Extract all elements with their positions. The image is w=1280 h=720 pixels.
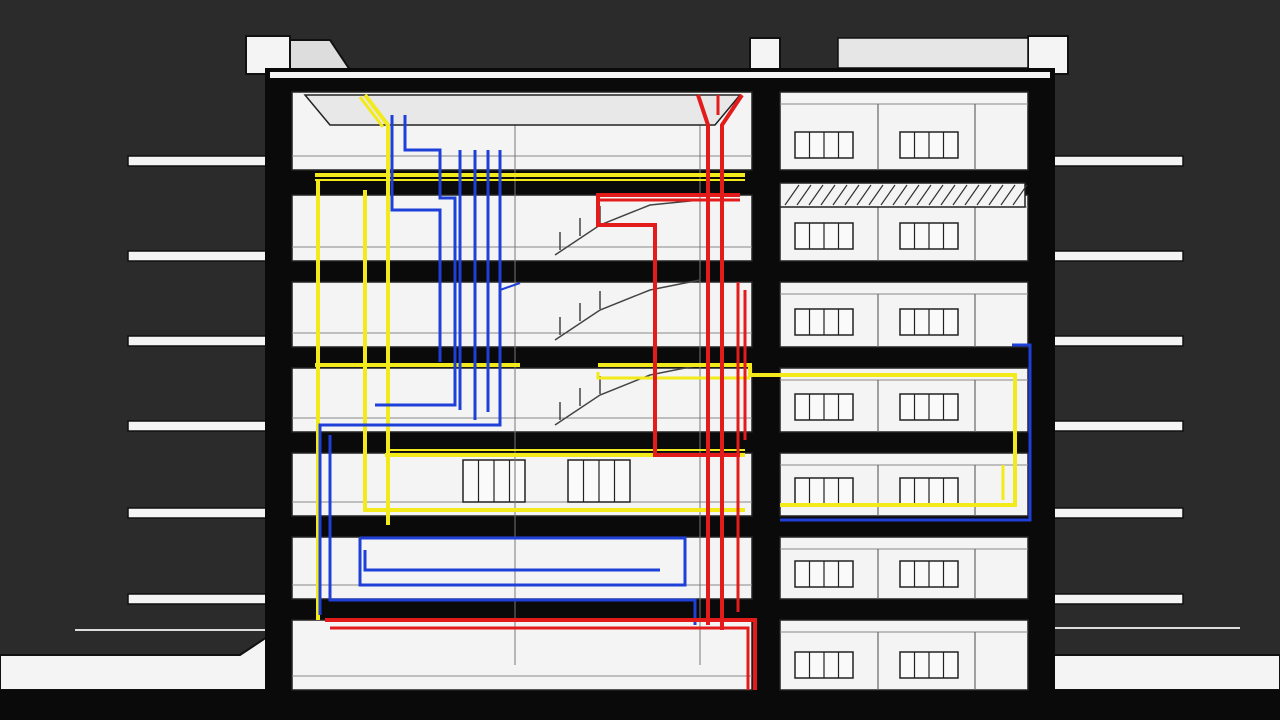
hatch-line-929 <box>928 184 944 206</box>
balcony-right-3 <box>1047 420 1184 432</box>
red-pipe-1 <box>696 94 710 625</box>
yellow-pipe-6 <box>363 190 745 512</box>
roof-planter <box>837 37 1029 69</box>
balcony-left-2 <box>127 335 271 347</box>
yellow-pipe-4 <box>363 93 390 525</box>
left-room-floor-1 <box>291 194 753 262</box>
blue-pipe-9 <box>363 550 660 572</box>
blue-pipe-6 <box>318 150 502 615</box>
left-room-floor-5 <box>291 536 753 600</box>
red-pipe-system <box>325 93 757 690</box>
blue-pipe-10 <box>780 343 1032 522</box>
right-wing-rooms <box>779 91 1029 691</box>
balcony-left-3 <box>127 420 271 432</box>
hatch-line-833 <box>832 184 848 206</box>
hatch-line-941 <box>940 184 956 206</box>
blue-pipe-11 <box>499 282 521 291</box>
hatch-line-953 <box>952 184 968 206</box>
hatch-line-1001 <box>1000 184 1016 206</box>
hatch-line-917 <box>916 184 932 206</box>
balcony-right-1 <box>1047 250 1184 262</box>
red-pipe-4 <box>596 193 740 457</box>
hatch-line-821 <box>820 184 836 206</box>
hatch-line-905 <box>904 184 920 206</box>
hatch-line-977 <box>976 184 992 206</box>
left-wing-rooms <box>291 91 753 691</box>
yellow-pipe-5 <box>358 96 385 128</box>
top-skylight <box>303 94 742 126</box>
balcony-right-2 <box>1047 335 1184 347</box>
balcony-left-1 <box>127 250 271 262</box>
yellow-pipe-10 <box>596 372 750 380</box>
hatch-line-989 <box>988 184 1004 206</box>
balcony-left-4 <box>127 507 271 519</box>
red-pipe-8 <box>330 626 750 690</box>
hatch-line-785 <box>784 184 800 206</box>
left-room-floor-2 <box>291 281 753 348</box>
blue-pipe-2 <box>375 115 457 407</box>
yellow-pipe-9 <box>598 363 1017 507</box>
hatch-line-809 <box>808 184 824 206</box>
hatch-line-797 <box>796 184 812 206</box>
balcony-right-0 <box>1047 155 1184 167</box>
balcony-right-5 <box>1047 593 1184 605</box>
blue-pipe-8 <box>358 536 687 587</box>
blue-pipe-7 <box>328 435 697 625</box>
hatch-line-845 <box>844 184 860 206</box>
hatch-line-869 <box>868 184 884 206</box>
left-room-floor-3 <box>291 367 753 433</box>
balcony-left-5 <box>127 593 271 605</box>
red-pipe-2 <box>720 93 744 630</box>
blue-pipe-system <box>318 115 1032 625</box>
hatch-line-857 <box>856 184 872 206</box>
ceiling-hatch <box>779 182 1028 208</box>
red-pipe-7 <box>325 618 757 690</box>
balcony-right-4 <box>1047 507 1184 519</box>
hatch-line-965 <box>964 184 980 206</box>
hatch-line-893 <box>892 184 908 206</box>
blue-pipe-1 <box>390 115 442 362</box>
hatch-line-1013 <box>1012 184 1028 206</box>
balcony-left-0 <box>127 155 271 167</box>
left-room-floor-6 <box>291 619 753 691</box>
hatch-line-881 <box>880 184 896 206</box>
